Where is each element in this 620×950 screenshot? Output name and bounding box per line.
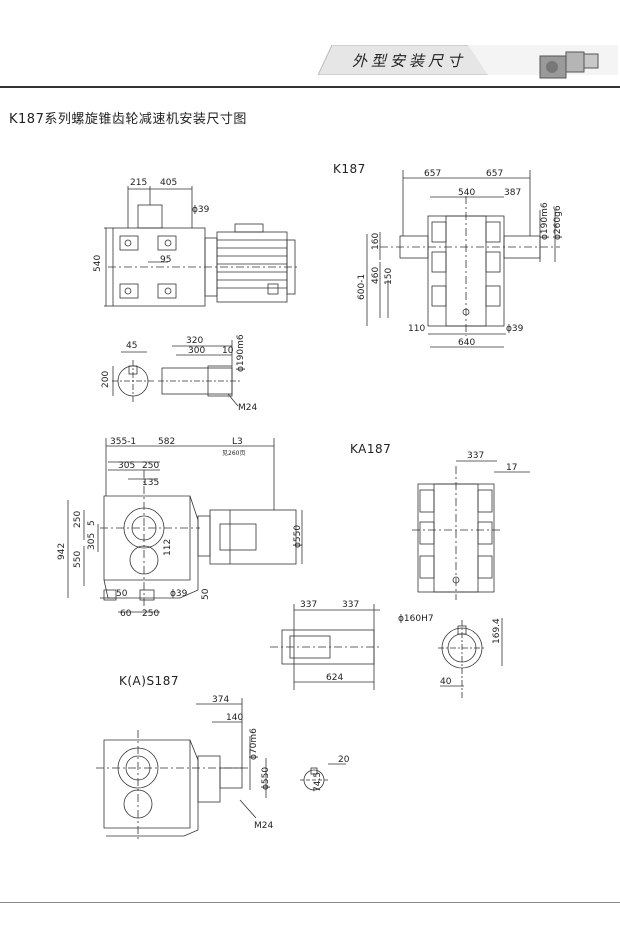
dim: M24 [254,821,273,831]
section-label-kas187: K(A)S187 [119,674,179,688]
dim: ϕ39 [170,589,188,599]
dim: 657 [486,169,503,179]
gearbox-thumbnail-icon [539,51,599,79]
dim: ϕ160H7 [398,614,434,624]
header-rule [0,86,620,88]
k187-shaft-key-detail [112,340,240,407]
dim: ϕ260g6 [553,205,563,240]
dim: 60 [120,609,132,619]
dim: 300 [188,346,205,356]
dim: ϕ39 [192,205,210,215]
dim: 942 [57,543,67,560]
dim: 250 [142,461,159,471]
dim: 657 [424,169,441,179]
dim: 160 [371,233,381,250]
section-label-k187: K187 [333,162,366,176]
dim: 550 [73,551,83,568]
dim: 200 [101,371,111,388]
dim: 540 [458,188,475,198]
dim: 45 [126,341,137,351]
dim: 337 [300,600,317,610]
dim: ϕ550 [261,767,271,790]
dim: 17 [506,463,517,473]
dim: ϕ70m6 [249,728,259,760]
dim: 50 [116,589,128,599]
dim: 387 [504,188,521,198]
dim: 337 [467,451,484,461]
dim: 150 [384,268,394,285]
page-title: K187系列螺旋锥齿轮减速机安装尺寸图 [9,112,247,127]
dim: 135 [142,478,159,488]
dim: 250 [73,511,83,528]
dim: 355-1 [110,437,136,447]
dim: 624 [326,673,343,683]
dim: ϕ39 [506,324,524,334]
section-label-ka187: KA187 [350,442,392,456]
dim: 140 [226,713,243,723]
dim: 20 [338,755,350,765]
dim: 460 [371,267,381,284]
dim: 305 [87,533,97,550]
dim: ϕ190m6 [236,334,246,372]
dim: 540 [93,255,103,272]
dim: 见260页 [222,450,245,457]
dim: 50 [201,588,211,600]
dim: M24 [238,403,257,413]
k187-front-view [67,438,303,613]
dim: L3 [232,437,243,447]
footer-rule [0,902,620,903]
dim: 10 [222,346,234,356]
dim: 40 [440,677,452,687]
dim: 337 [342,600,359,610]
k187-top-view [104,186,300,307]
dim: 215 [130,178,147,188]
dim: 74.5 [313,772,323,792]
dim: 320 [186,336,203,346]
ka187-side-view [412,460,530,600]
dim: 600-1 [357,274,367,300]
dim: 405 [160,178,177,188]
dim: ϕ190m6 [540,202,550,240]
kas187-front-view [96,698,346,840]
dim: 250 [142,609,159,619]
dim: 169.4 [492,618,502,644]
banner-title: 外型安装尺寸 [352,52,467,70]
k187-side-view [366,170,560,348]
dim: 95 [160,255,171,265]
dim: 110 [408,324,425,334]
dim: 582 [158,437,175,447]
dim: 305 [118,461,135,471]
dim: 112 [163,539,173,556]
dim: 640 [458,338,475,348]
dim: 374 [212,695,229,705]
ka187-hollow-shaft-detail [270,604,503,700]
dim: 5 [87,520,97,526]
dim: ϕ550 [293,525,303,548]
